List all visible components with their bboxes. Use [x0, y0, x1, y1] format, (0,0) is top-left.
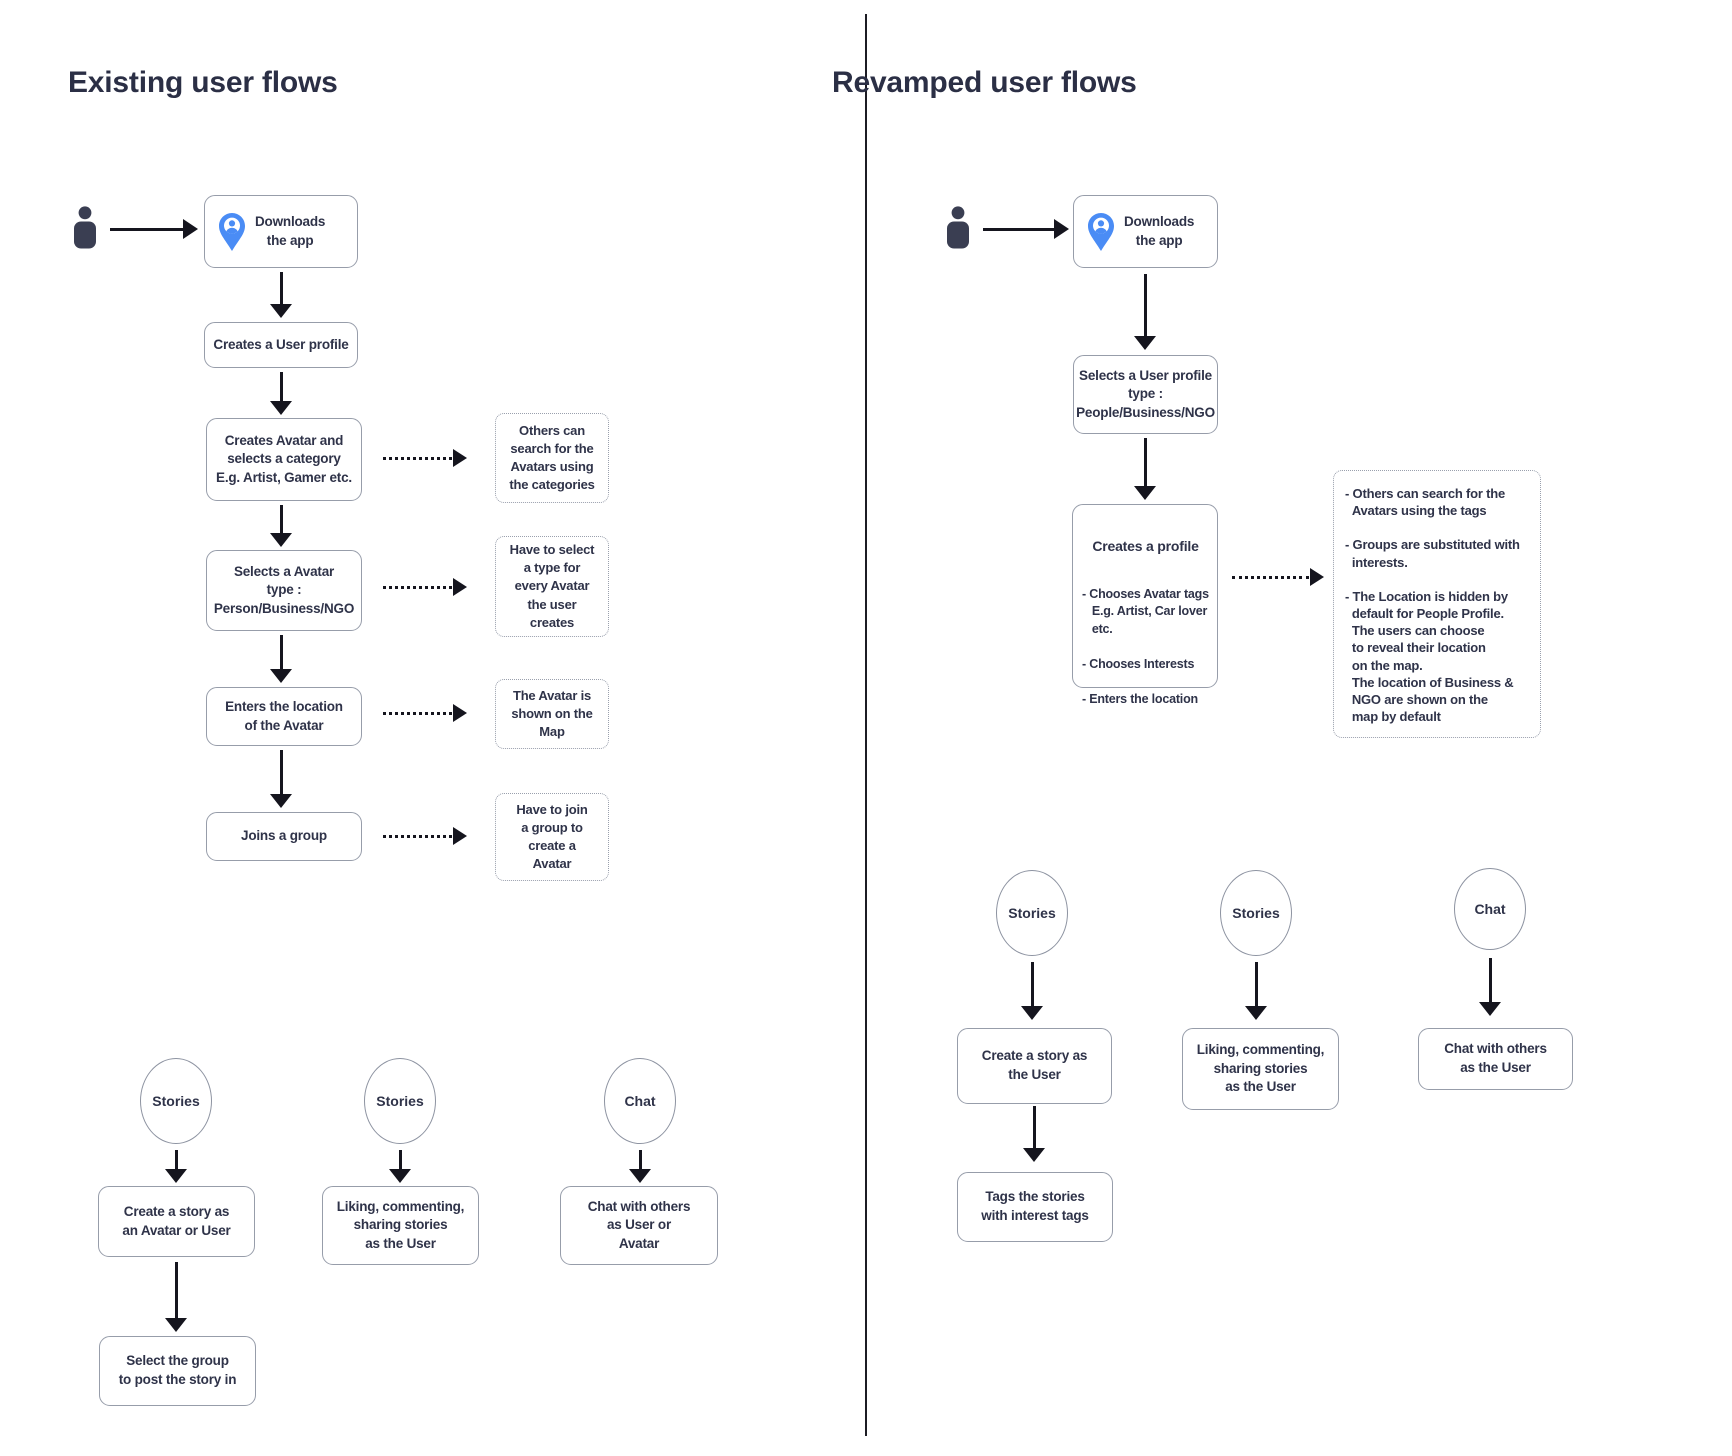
flow-node-label: Liking, commenting, sharing stories as t… — [336, 1198, 465, 1251]
flow-node-label: Chat with others as the User — [1444, 1041, 1547, 1075]
arrow-down — [629, 1150, 651, 1183]
dotted-arrow-right — [383, 577, 467, 597]
annotation-revamp-notes: - Others can search for the Avatars usin… — [1333, 470, 1541, 738]
flow-node-selects-avatar-type: Selects a Avatar type : Person/Business/… — [206, 550, 362, 631]
arrow-down — [270, 635, 292, 683]
flow-node-creates-avatar-category: Creates Avatar and selects a category E.… — [206, 418, 362, 501]
annotation-label: Have to join a group to create a Avatar — [516, 801, 588, 872]
arrow-down — [1245, 962, 1267, 1020]
flow-node-like-comment-share: Liking, commenting, sharing stories as t… — [322, 1186, 479, 1265]
arrow-down — [270, 505, 292, 547]
stories-circle: Stories — [140, 1058, 212, 1144]
flow-node-label: Enters the location of the Avatar — [225, 698, 343, 733]
existing-flows-title: Existing user flows — [68, 66, 338, 99]
circle-label: Chat — [624, 1093, 656, 1109]
chat-circle: Chat — [1454, 868, 1526, 950]
flow-node-label: Create a story as an Avatar or User — [122, 1203, 231, 1238]
annotation-label: Others can search for the Avatars using … — [509, 422, 595, 493]
chat-circle: Chat — [604, 1058, 676, 1144]
annotation-label: The Avatar is shown on the Map — [511, 687, 593, 740]
app-pin-icon — [219, 212, 245, 251]
flow-node-label: Creates Avatar and selects a category E.… — [216, 432, 352, 485]
arrow-down — [389, 1150, 411, 1183]
flow-node-create-story-avatar-user: Create a story as an Avatar or User — [98, 1186, 255, 1257]
flow-node-label: Selects a Avatar type : Person/Business/… — [213, 563, 355, 616]
dotted-arrow-right — [1232, 567, 1324, 587]
flow-node-creates-user-profile: Creates a User profile — [204, 322, 358, 368]
flow-node-create-story-user: Create a story as the User — [957, 1028, 1112, 1104]
profile-box-title: Creates a profile — [1092, 537, 1199, 554]
flow-node-label: Downloads the app — [1124, 213, 1195, 248]
annotation-join-group-to-create: Have to join a group to create a Avatar — [495, 793, 609, 881]
arrow-down — [165, 1150, 187, 1183]
circle-label: Stories — [1232, 905, 1280, 921]
stories-circle: Stories — [364, 1058, 436, 1144]
arrow-down — [270, 272, 292, 318]
arrow-right — [983, 219, 1069, 239]
flow-node-downloads-app: Downloads the app — [204, 195, 358, 268]
app-pin-icon — [1088, 212, 1114, 251]
flow-node-label: Tags the stories with interest tags — [981, 1189, 1089, 1223]
flow-node-tags-stories: Tags the stories with interest tags — [957, 1172, 1113, 1242]
annotation-search-categories: Others can search for the Avatars using … — [495, 413, 609, 503]
circle-label: Stories — [1008, 905, 1056, 921]
arrow-down — [1479, 958, 1501, 1016]
dotted-arrow-right — [383, 703, 467, 723]
flow-node-enters-location: Enters the location of the Avatar — [206, 687, 362, 746]
circle-label: Stories — [152, 1093, 200, 1109]
flow-node-joins-group: Joins a group — [206, 812, 362, 861]
arrow-down — [1021, 962, 1043, 1020]
flow-node-chat-as-user: Chat with others as the User — [1418, 1028, 1573, 1090]
arrow-down — [165, 1262, 187, 1332]
flow-node-label: Chat with others as User or Avatar — [587, 1198, 691, 1251]
profile-box-items: - Chooses Avatar tags E.g. Artist, Car l… — [1082, 586, 1209, 706]
flow-node-like-comment-share: Liking, commenting, sharing stories as t… — [1182, 1028, 1339, 1110]
flow-node-chat-user-or-avatar: Chat with others as User or Avatar — [560, 1186, 718, 1265]
arrow-down — [1134, 274, 1156, 350]
section-divider — [865, 14, 867, 1436]
flow-node-label: Creates a User profile — [213, 336, 349, 352]
flow-node-selects-profile-type: Selects a User profile type : People/Bus… — [1073, 355, 1218, 434]
arrow-down — [1023, 1106, 1045, 1162]
flow-node-select-group-post: Select the group to post the story in — [99, 1336, 256, 1406]
flow-node-label: Liking, commenting, sharing stories as t… — [1196, 1042, 1325, 1095]
circle-label: Stories — [376, 1093, 424, 1109]
arrow-right — [110, 219, 198, 239]
circle-label: Chat — [1474, 901, 1506, 917]
revamped-flows-title: Revamped user flows — [832, 66, 1137, 99]
dotted-arrow-right — [383, 826, 467, 846]
arrow-down — [1134, 438, 1156, 500]
flow-node-label: Select the group to post the story in — [118, 1353, 237, 1387]
flow-node-label: Joins a group — [241, 828, 327, 844]
flow-node-label: Create a story as the User — [981, 1048, 1088, 1082]
stories-circle: Stories — [1220, 870, 1292, 956]
arrow-down — [270, 750, 292, 808]
arrow-down — [270, 372, 292, 415]
flow-node-label: Downloads the app — [255, 213, 326, 248]
annotation-label: Have to select a type for every Avatar t… — [509, 542, 595, 630]
flow-node-label: Selects a User profile type : People/Bus… — [1076, 367, 1215, 420]
flow-node-creates-profile: Creates a profile - Chooses Avatar tags … — [1072, 504, 1218, 706]
stories-circle: Stories — [996, 870, 1068, 956]
dotted-arrow-right — [383, 448, 467, 468]
flow-node-downloads-app: Downloads the app — [1073, 195, 1218, 268]
user-icon — [947, 206, 969, 249]
annotation-avatar-on-map: The Avatar is shown on the Map — [495, 679, 609, 749]
user-icon — [74, 206, 96, 249]
annotation-select-type-every-avatar: Have to select a type for every Avatar t… — [495, 536, 609, 637]
annotation-label: - Others can search for the Avatars usin… — [1345, 486, 1520, 725]
